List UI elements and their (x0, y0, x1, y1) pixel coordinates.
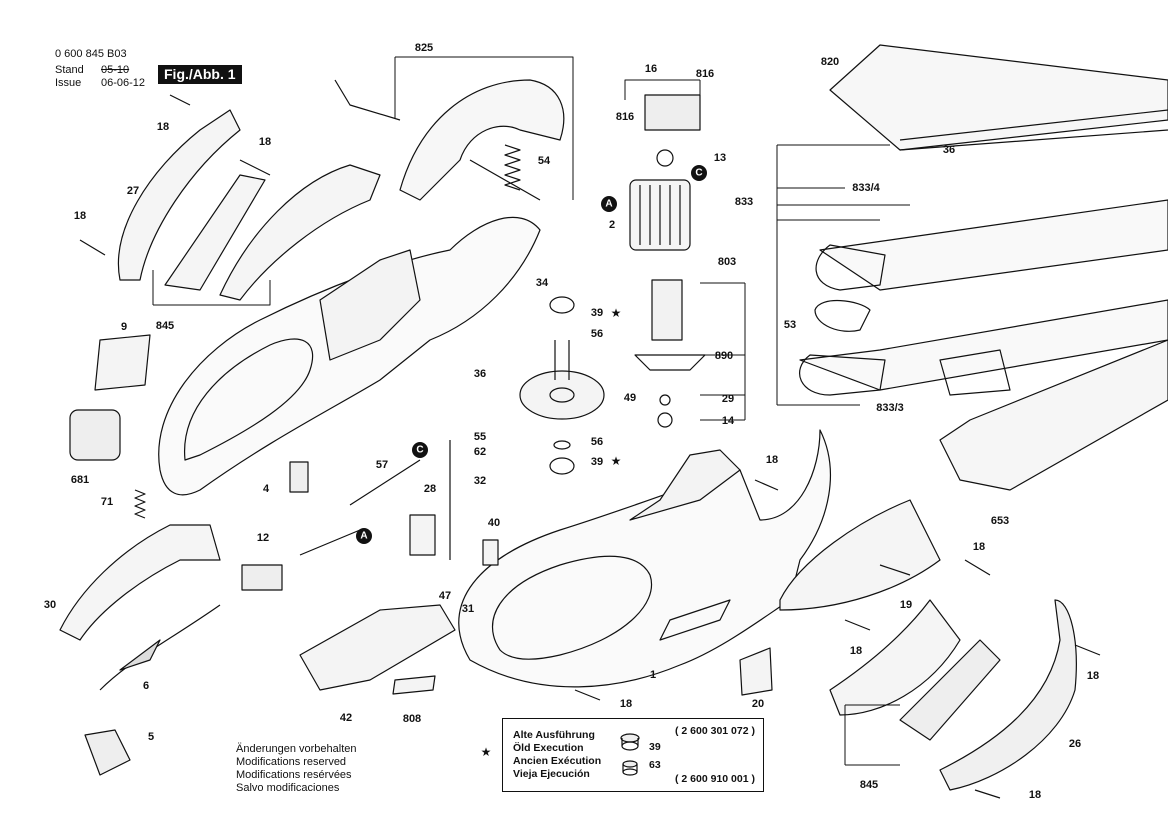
part-label: 833/3 (876, 402, 904, 414)
callout-circle-A-lower (356, 528, 372, 544)
doc-number: 0 600 845 B03 (55, 48, 127, 60)
legend-line: Alte Ausführung (513, 729, 595, 741)
disclaimer-line: Modifications reserved (236, 756, 347, 768)
part-label: 13 (713, 152, 727, 164)
part-label: 816 (695, 68, 715, 80)
blade-middle (819, 199, 1168, 291)
part-label: 12 (256, 532, 270, 544)
callout-letter-A: A (360, 530, 368, 542)
star-marker: ★ (610, 306, 622, 320)
part-label: 2 (608, 219, 616, 231)
part-label: 833/4 (852, 182, 880, 194)
part-label: 16 (644, 63, 658, 75)
disclaimer-line: Änderungen vorbehalten (236, 743, 357, 755)
callout-circle-C-lower (412, 442, 428, 458)
housing-part-1 (458, 429, 831, 688)
legend-line: Öld Execution (513, 742, 584, 754)
part-label: 845 (155, 320, 175, 332)
blade-lower (799, 299, 1168, 391)
stand-value: 05-10 (101, 64, 130, 76)
part-label: 18 (258, 136, 272, 148)
part-label: 18 (156, 121, 170, 133)
legend-star-marker: ★ (480, 745, 492, 759)
star-marker: ★ (610, 454, 622, 468)
part-label: 803 (717, 256, 737, 268)
part-label: 55 (473, 431, 487, 443)
callout-letter-A: A (605, 198, 613, 210)
part-label: 30 (43, 599, 57, 611)
part-label: 53 (783, 319, 797, 331)
part-label: 18 (619, 698, 633, 710)
part-label: 57 (375, 459, 389, 471)
callout-circle-A-upper (601, 196, 617, 212)
part-label: 71 (100, 496, 114, 508)
issue-label: Issue (55, 77, 82, 89)
part-label: 18 (972, 541, 986, 553)
part-label: 18 (765, 454, 779, 466)
part-label: 681 (70, 474, 90, 486)
legend-line: Ancien Exécution (513, 755, 602, 767)
disclaimer: Änderungen vorbehalten Modifications res… (236, 743, 356, 795)
part-label: 653 (990, 515, 1010, 527)
disclaimer-line: Salvo modificaciones (236, 782, 340, 794)
legend-part-63: 63 (649, 759, 661, 771)
part-label: 42 (339, 712, 353, 724)
part-label: 40 (487, 517, 501, 529)
part-label: 39 (590, 307, 604, 319)
part-label: 56 (590, 328, 604, 340)
part-label: 14 (721, 415, 735, 427)
part-label: 34 (535, 277, 549, 289)
part-label: 20 (751, 698, 765, 710)
part-label: 1 (649, 669, 657, 681)
figure-label: Fig./Abb. 1 (158, 65, 242, 84)
part-label: 19 (899, 599, 913, 611)
callout-circle-C-upper (691, 165, 707, 181)
part-label: 18 (73, 210, 87, 222)
part-label: 29 (721, 393, 735, 405)
part-label: 26 (1068, 738, 1082, 750)
part-label: 5 (147, 731, 155, 743)
part-label: 833 (734, 196, 754, 208)
issue-value: 06-06-12 (101, 77, 146, 89)
part-label: 54 (537, 155, 551, 167)
part-label: 56 (590, 436, 604, 448)
part-label: 49 (623, 392, 637, 404)
callout-letter-C: C (416, 444, 424, 456)
part-label: 890 (714, 350, 734, 362)
disclaimer-line: Modifications resérvées (236, 769, 352, 781)
legend-code-new: ( 2 600 910 001 ) (675, 773, 755, 785)
legend-box: Alte Ausführung Öld Execution Ancien Exé… (502, 718, 764, 792)
part-label: 32 (473, 475, 487, 487)
part-label: 6 (142, 680, 150, 692)
part-label: 816 (615, 111, 635, 123)
part-label: 808 (402, 713, 422, 725)
part-label: 18 (849, 645, 863, 657)
part-label: 31 (461, 603, 475, 615)
part-label: 27 (126, 185, 140, 197)
part-label: 825 (414, 42, 434, 54)
part-label: 28 (423, 483, 437, 495)
part-label: 18 (1028, 789, 1042, 801)
part-label: 820 (820, 56, 840, 68)
part-label: 9 (120, 321, 128, 333)
part-label: 36 (942, 144, 956, 156)
part-label: 39 (590, 456, 604, 468)
part-label: 62 (473, 446, 487, 458)
part-label: 845 (859, 779, 879, 791)
callout-letter-C: C (695, 167, 703, 179)
stand-label: Stand (55, 64, 84, 76)
part-label: 47 (438, 590, 452, 602)
legend-code-old: ( 2 600 301 072 ) (675, 725, 755, 737)
part-label: 36 (473, 368, 487, 380)
part-label: 18 (1086, 670, 1100, 682)
legend-part-39: 39 (649, 741, 661, 753)
legend-line: Vieja Ejecución (513, 768, 590, 780)
part-label: 4 (262, 483, 270, 495)
legend-part-icons (620, 733, 640, 776)
blade-upper (829, 44, 1168, 151)
